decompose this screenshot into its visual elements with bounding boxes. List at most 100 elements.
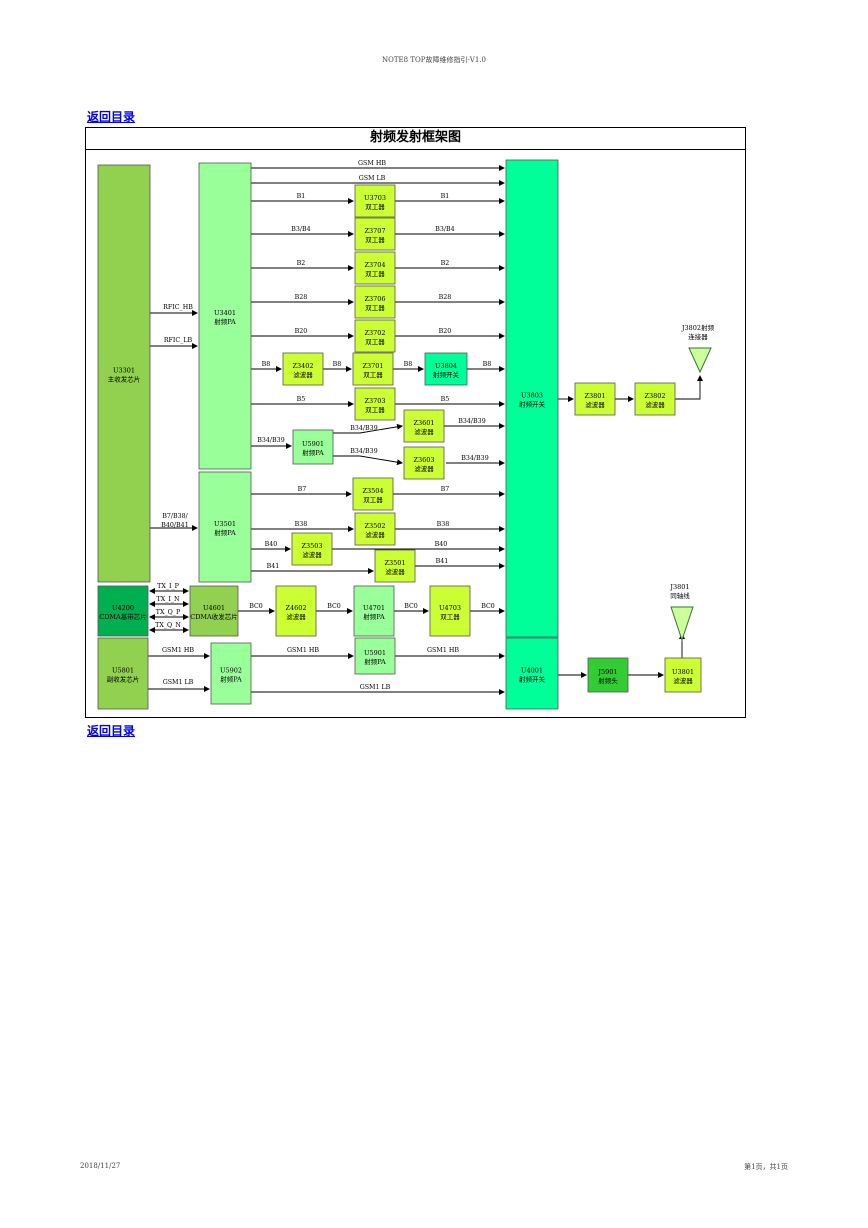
diagram-frame bbox=[85, 127, 746, 718]
signal-label-tx-q-n: TX_Q_N bbox=[155, 622, 181, 629]
block-u5902-name: 射频PA bbox=[220, 675, 242, 684]
block-u3703-id: U3703 bbox=[364, 194, 386, 202]
signal-label-b7b38-2: B40/B41 bbox=[161, 522, 188, 529]
block-z3501-id: Z3501 bbox=[384, 559, 405, 567]
block-u4703-box bbox=[429, 585, 471, 637]
block-u3801-id: U3801 bbox=[672, 668, 694, 676]
signal-label-gsm1-hb: GSM1 HB bbox=[287, 647, 319, 654]
block-z3802-box bbox=[634, 382, 676, 416]
antenna-j3802-label: J3802射频 bbox=[681, 323, 715, 332]
block-u5801-id: U5801 bbox=[112, 667, 134, 675]
block-z3504-name: 双工器 bbox=[363, 496, 383, 504]
block-z3706-id: Z3706 bbox=[364, 295, 385, 303]
block-z3601-box bbox=[403, 409, 445, 443]
block-u3401-id: U3401 bbox=[214, 309, 236, 317]
block-u4601-box bbox=[189, 585, 239, 637]
block-z3704-box bbox=[354, 251, 396, 285]
block-u3801-name: 滤波器 bbox=[673, 676, 693, 685]
antenna-j3801-icon bbox=[670, 606, 694, 642]
block-u4701-id: U4701 bbox=[363, 604, 385, 612]
signal-label-rfic-hb: RFIC_HB bbox=[163, 304, 193, 311]
block-z3501-name: 滤波器 bbox=[385, 567, 405, 576]
signal-label-b1: B1 bbox=[297, 193, 306, 200]
block-z3701-id: Z3701 bbox=[362, 362, 383, 370]
block-u4701-name: 射频PA bbox=[363, 612, 385, 621]
block-z3503-box bbox=[291, 532, 333, 566]
antenna-j3801-label: J3801 bbox=[669, 583, 689, 591]
block-u4703-id: U4703 bbox=[439, 604, 461, 612]
signal-label-b34b39: B34/B39 bbox=[458, 418, 485, 425]
signal-label-b28: B28 bbox=[295, 294, 308, 301]
block-z4602-name: 滤波器 bbox=[286, 612, 306, 621]
block-j5901-box bbox=[587, 657, 629, 693]
block-u3703-name: 双工器 bbox=[365, 203, 385, 211]
block-z3503-id: Z3503 bbox=[301, 542, 322, 550]
block-u3804-name: 射频开关 bbox=[433, 370, 460, 379]
block-u3804-box bbox=[424, 352, 468, 386]
signal-label-b34b39: B34/B39 bbox=[461, 455, 488, 462]
block-u4601-name: CDMA收发芯片 bbox=[190, 612, 238, 621]
block-u4601-id: U4601 bbox=[203, 604, 225, 612]
signal-label-b8: B8 bbox=[404, 361, 413, 368]
back-to-toc-link-bottom[interactable]: 返回目录 bbox=[87, 724, 136, 738]
signal-label-b8: B8 bbox=[333, 361, 342, 368]
block-u4001-id: U4001 bbox=[521, 667, 543, 675]
block-u3804-id: U3804 bbox=[435, 362, 457, 370]
block-u4001-name: 射频开关 bbox=[519, 675, 546, 684]
block-z3802-id: Z3802 bbox=[644, 392, 665, 400]
block-u4200-name: CDMA基带芯片 bbox=[99, 612, 147, 621]
block-z3704-name: 双工器 bbox=[365, 270, 385, 278]
block-z3601-id: Z3601 bbox=[413, 419, 434, 427]
signal-label-b7: B7 bbox=[441, 486, 450, 493]
block-u4200-id: U4200 bbox=[112, 604, 134, 612]
signal-label-b40: B40 bbox=[435, 541, 448, 548]
signal-label-bc0: BC0 bbox=[327, 603, 341, 610]
block-u5901a-id: U5901 bbox=[302, 440, 324, 448]
block-u4703-name: 双工器 bbox=[440, 613, 460, 621]
signal-label-b5: B5 bbox=[297, 396, 306, 403]
block-z3802-name: 滤波器 bbox=[645, 400, 665, 409]
signal-label-b34b39: B34/B39 bbox=[257, 437, 284, 444]
signal-label-b38: B38 bbox=[295, 521, 308, 528]
block-z3703-id: Z3703 bbox=[364, 397, 385, 405]
block-j5901-id: J5901 bbox=[597, 668, 617, 676]
block-u5901b-box bbox=[354, 637, 396, 675]
block-u5902-box bbox=[210, 642, 252, 705]
back-to-toc-link-top[interactable]: 返回目录 bbox=[87, 110, 136, 124]
block-z3603-name: 滤波器 bbox=[414, 464, 434, 473]
signal-label-b5: B5 bbox=[441, 396, 450, 403]
diagram-title: 射频发射框架图 bbox=[85, 127, 746, 150]
signal-label-b20: B20 bbox=[295, 328, 308, 335]
signal-label-gsm-lb: GSM LB bbox=[359, 175, 386, 182]
signal-label-b2: B2 bbox=[297, 260, 306, 267]
block-u5801-box bbox=[97, 637, 149, 710]
block-u3801-box bbox=[664, 657, 702, 693]
block-z3502-box bbox=[354, 512, 396, 546]
signal-label-b34b39: B34/B39 bbox=[350, 448, 377, 455]
block-u4001-box bbox=[505, 637, 559, 710]
signal-label-gsm1-hb: GSM1 HB bbox=[427, 647, 459, 654]
block-z3402-box bbox=[282, 352, 324, 386]
block-z3703-name: 双工器 bbox=[365, 406, 385, 414]
signal-lines bbox=[148, 165, 703, 695]
block-u3301-id: U3301 bbox=[113, 367, 135, 375]
block-z3701-name: 双工器 bbox=[363, 371, 383, 379]
